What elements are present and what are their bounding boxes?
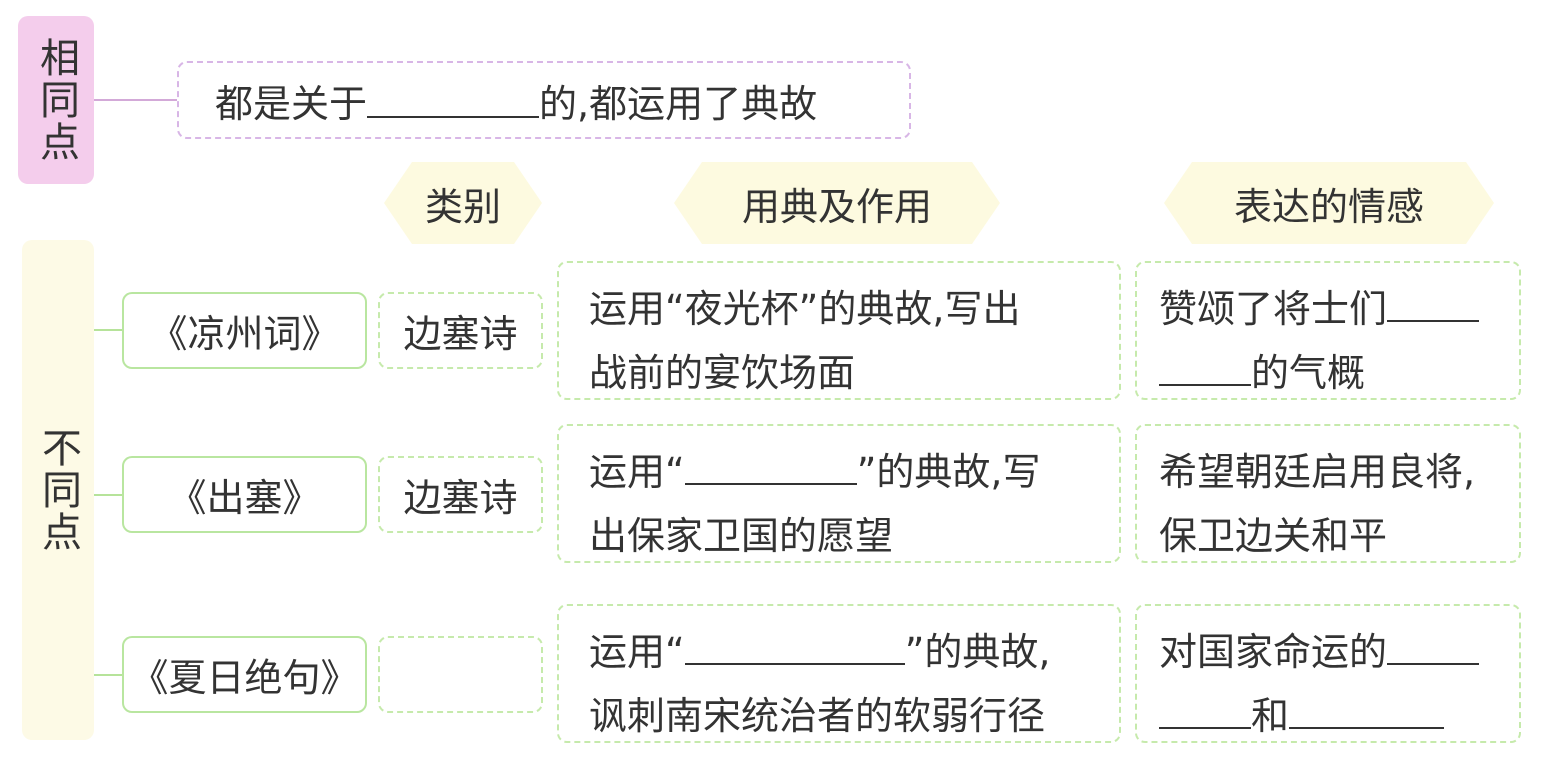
header-category: 类别 — [384, 162, 542, 244]
allusion-text: 运用“ — [589, 450, 685, 494]
fill-blank[interactable] — [684, 629, 905, 665]
poem-title-box: 《出塞》 — [122, 456, 367, 533]
fill-blank[interactable] — [1289, 693, 1445, 729]
poem-title: 《出塞》 — [168, 476, 321, 520]
same-text-before: 都是关于 — [215, 81, 368, 126]
fill-blank[interactable] — [1159, 350, 1251, 386]
emotion-box: 对国家命运的 和 — [1135, 604, 1521, 743]
same-points-box: 都是关于 的,都运用了典故 — [177, 61, 911, 139]
emotion-box: 希望朝廷启用良将, 保卫边关和平 — [1135, 424, 1521, 563]
allusion-text: ”的典故,写 — [856, 450, 1041, 494]
category-box: 边塞诗 — [378, 456, 543, 533]
header-emotion-label: 表达的情感 — [1233, 184, 1424, 229]
allusion-line: 讽刺南宋统治者的软弱行径 — [589, 694, 1046, 738]
fill-blank[interactable] — [1387, 629, 1480, 665]
fill-blank[interactable] — [1159, 693, 1251, 729]
connector-line — [94, 329, 122, 331]
emotion-line: 希望朝廷启用良将, — [1159, 450, 1476, 494]
allusion-box: 运用“夜光杯”的典故,写出 战前的宴饮场面 — [557, 261, 1121, 400]
allusion-text: ”的典故, — [904, 630, 1051, 674]
emotion-text: 对国家命运的 — [1159, 630, 1388, 674]
fill-blank[interactable] — [684, 449, 857, 485]
poem-title: 《凉州词》 — [149, 312, 340, 356]
fill-blank[interactable] — [367, 82, 540, 118]
poem-title: 《夏日绝句》 — [130, 656, 359, 700]
allusion-box: 运用“ ”的典故,写 出保家卫国的愿望 — [557, 424, 1121, 563]
same-points-tag: 相同点 — [18, 16, 94, 184]
connector-line — [94, 674, 122, 676]
poem-title-box: 《凉州词》 — [122, 292, 367, 369]
allusion-line: 战前的宴饮场面 — [589, 351, 856, 395]
allusion-box: 运用“ ”的典故, 讽刺南宋统治者的软弱行径 — [557, 604, 1121, 743]
category-text: 边塞诗 — [403, 476, 518, 520]
same-text-after: 的,都运用了典故 — [539, 81, 818, 126]
allusion-line: 出保家卫国的愿望 — [589, 514, 894, 558]
emotion-text: 和 — [1251, 694, 1290, 738]
header-category-label: 类别 — [424, 184, 501, 229]
fill-blank[interactable] — [1387, 286, 1480, 322]
allusion-text: 运用“ — [589, 630, 685, 674]
poem-title-box: 《夏日绝句》 — [122, 636, 367, 713]
emotion-text: 赞颂了将士们 — [1159, 287, 1388, 331]
connector-line — [94, 494, 122, 496]
category-box: 边塞诗 — [378, 292, 543, 369]
emotion-line: 保卫边关和平 — [1159, 514, 1388, 558]
category-box-empty[interactable] — [378, 636, 543, 713]
header-emotion: 表达的情感 — [1164, 162, 1494, 244]
connector-line — [94, 99, 177, 101]
allusion-line: 运用“夜光杯”的典故,写出 — [589, 287, 1021, 331]
category-text: 边塞诗 — [403, 312, 518, 356]
same-points-label: 相同点 — [33, 37, 79, 163]
emotion-text: 的气概 — [1251, 351, 1366, 395]
header-allusion: 用典及作用 — [674, 162, 1000, 244]
emotion-box: 赞颂了将士们 的气概 — [1135, 261, 1521, 400]
header-allusion-label: 用典及作用 — [741, 184, 932, 229]
different-points-tag: 不同点 — [22, 240, 94, 740]
different-points-label: 不同点 — [35, 427, 81, 553]
